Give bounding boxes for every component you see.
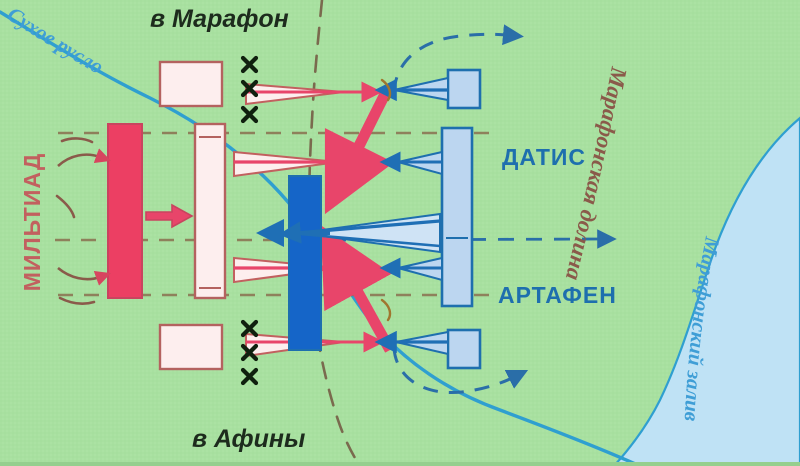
label-to-marathon-text: в Марафон	[150, 5, 289, 33]
center-advance-dashed-arrow	[329, 229, 617, 249]
label-to-marathon: в Марафон	[150, 5, 289, 33]
persian-right-wing-unit[interactable]	[446, 328, 482, 370]
label-datis-text: ДАТИС	[502, 144, 586, 170]
x-marker	[240, 105, 259, 124]
label-to-athens: в Афины	[192, 425, 305, 453]
persian-retreat-arrow-top	[392, 24, 524, 93]
marathon-bay-water	[612, 116, 800, 466]
formation-guide-lines	[55, 131, 500, 297]
map-frame-edge	[0, 462, 800, 466]
x-marker	[240, 55, 259, 74]
greek-center-advance-arrow	[145, 203, 194, 229]
engagement-hook-marks	[380, 78, 392, 322]
label-artaphernes-text: АРТАФЕН	[498, 282, 617, 308]
persian-attack-wedge-lower	[379, 256, 443, 282]
greek-left-wing-reserve-unit[interactable]	[158, 60, 224, 108]
destroyed-marker-group-top	[240, 55, 259, 124]
x-marker	[240, 343, 259, 362]
persian-attack-wedge-center	[256, 212, 441, 254]
persian-attack-wedge-top	[374, 76, 449, 102]
x-marker	[240, 319, 259, 338]
persian-retreat-arrow-bottom	[392, 347, 529, 395]
label-to-athens-text: в Афины	[192, 425, 305, 453]
label-miltiades: МИЛЬТИАД	[19, 153, 45, 291]
x-marker	[240, 367, 259, 386]
greek-right-wing-reserve-unit[interactable]	[158, 323, 224, 371]
persian-center-unit[interactable]	[440, 126, 474, 308]
persian-attack-wedge-bottom	[374, 330, 449, 356]
persian-advanced-center-unit[interactable]	[288, 175, 322, 351]
label-artaphernes: АРТАФЕН	[498, 282, 617, 308]
x-marker	[240, 79, 259, 98]
greek-center-light-unit[interactable]	[193, 122, 227, 300]
greek-reinforce-arrows-left	[55, 137, 112, 305]
label-datis: ДАТИС	[502, 144, 586, 170]
label-miltiades-text: МИЛЬТИАД	[19, 153, 45, 291]
persian-attack-wedge-upper	[379, 150, 443, 176]
greek-center-solid-unit[interactable]	[107, 123, 143, 299]
persian-left-wing-unit[interactable]	[446, 68, 482, 110]
destroyed-marker-group-bottom	[240, 319, 259, 386]
